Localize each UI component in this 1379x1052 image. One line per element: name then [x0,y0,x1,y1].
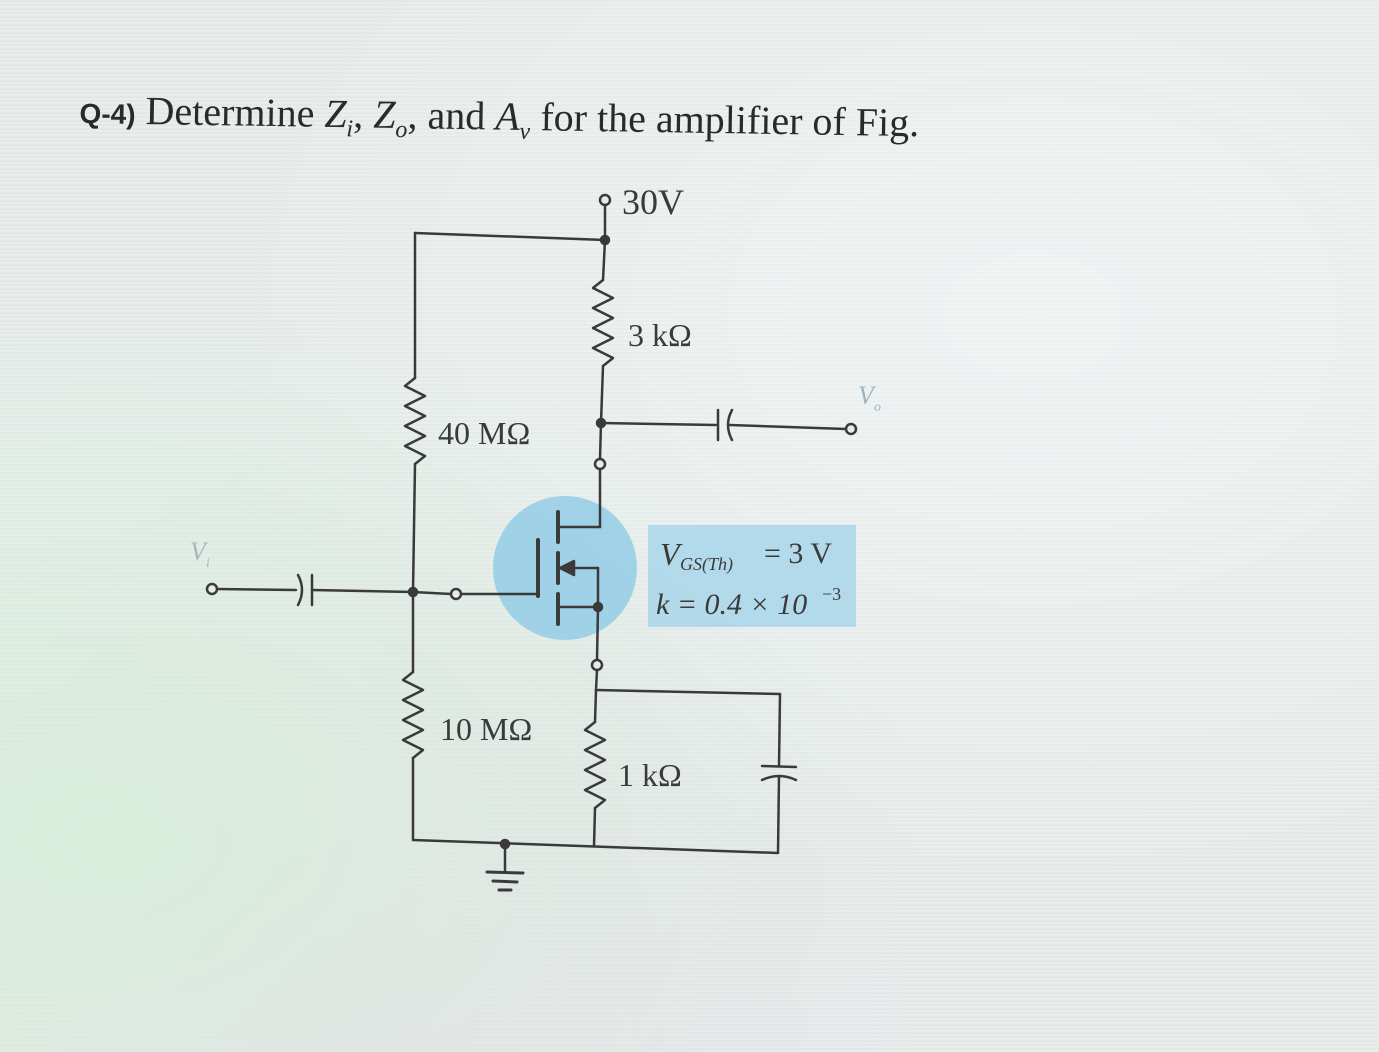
parameter-highlight-box [648,525,856,627]
bypass-cap-plate-1 [760,764,798,769]
r1-resistor [403,376,427,466]
mosfet-arrow [558,559,576,577]
input-wire-left [215,587,298,592]
r1-label: 40 MΩ [438,415,530,451]
output-cap-plate-2 [726,408,734,442]
supply-label: 30V [622,182,684,222]
bottom-rail-wire [411,838,780,855]
k-exponent: −3 [822,584,841,604]
rd-top-wire [601,238,607,282]
vi-terminal [205,582,219,596]
vgs-symbol: V [660,536,683,572]
rd-bottom-wire [599,364,605,425]
top-rail-wire [413,231,607,242]
rd-resistor [591,278,615,368]
vi-label: V [190,537,209,566]
vi-subscript: i [206,556,210,571]
source-lead [594,668,599,692]
supply-terminal [598,193,612,207]
drain-wire [598,421,603,461]
rs-bottom-wire [592,806,597,848]
rs-resistor [583,720,607,810]
k-value: k = 0.4 × 10 [656,588,807,621]
vo-terminal [844,422,858,436]
gate-terminal [449,587,463,601]
bypass-top-wire [594,688,782,696]
source-wire [595,605,600,662]
rs-top-wire [593,688,598,724]
rs-label: 1 kΩ [618,757,682,793]
input-wire-right [310,588,415,594]
output-wire-right [728,423,848,431]
bypass-wire-upper [777,692,782,768]
vgs-subscript: GS(Th) [680,554,733,575]
r2-label: 10 MΩ [440,711,532,747]
vo-label: V [858,381,877,410]
source-terminal [590,658,604,672]
drain-terminal [593,457,607,471]
r2-resistor [401,670,425,760]
rd-label: 3 kΩ [628,317,692,353]
gate-to-divider-wire [411,590,453,596]
vgs-value: = 3 V [764,537,832,570]
ground-bar-1 [485,870,525,875]
output-wire-left [599,421,718,427]
r1-bottom-wire [411,462,417,594]
bypass-wire-lower [776,774,781,855]
ground-bar-2 [491,879,519,884]
input-cap-plate-1 [296,573,304,607]
vo-subscript: o [874,400,881,415]
